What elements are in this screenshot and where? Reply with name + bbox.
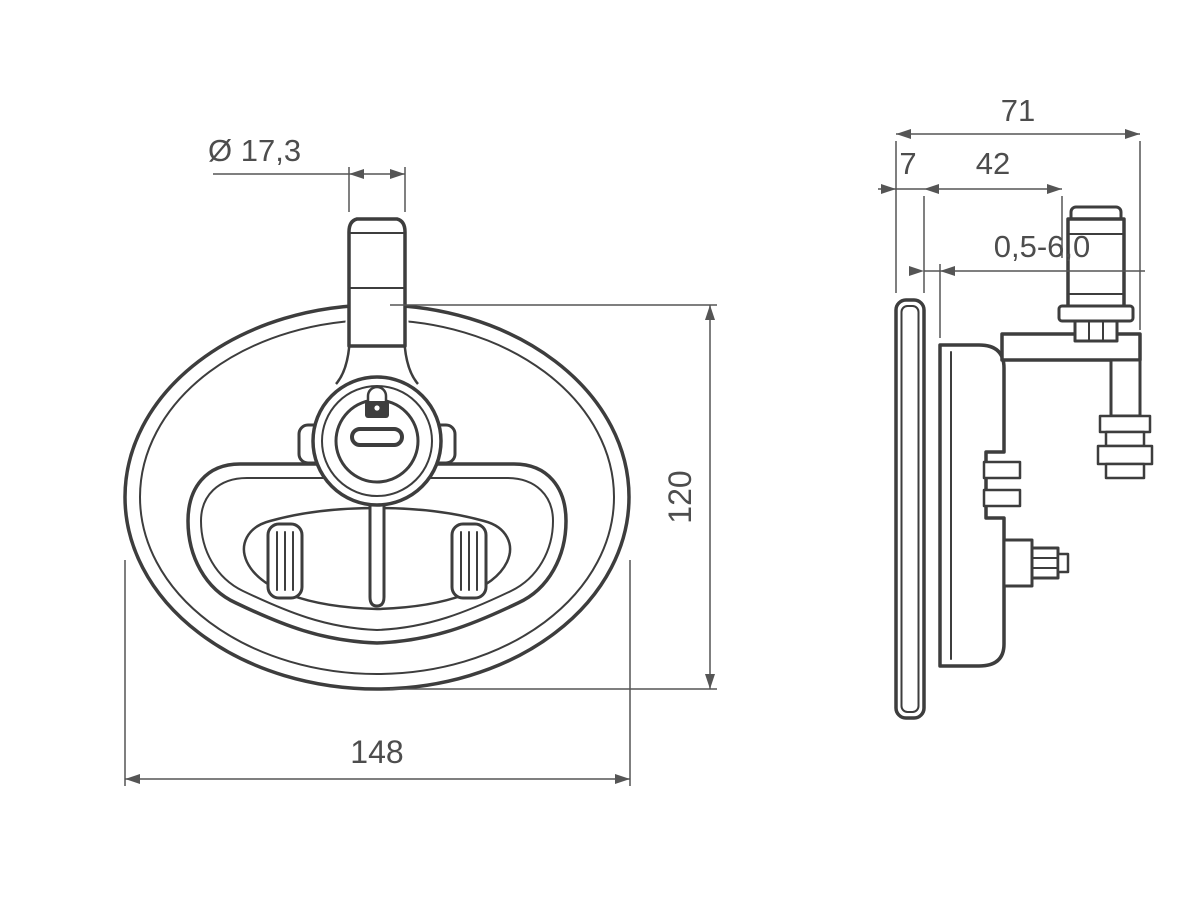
dim-flange-and-body: 7 42 <box>878 146 1063 293</box>
cam-and-bolt <box>1002 538 1070 588</box>
dim-label-knob-diameter: Ø 17,3 <box>208 133 301 168</box>
latch-body-side <box>938 343 1022 668</box>
lock-icon <box>365 385 389 418</box>
dim-knob-diameter: Ø 17,3 <box>208 133 406 212</box>
dim-label-grip-range: 0,5-6,0 <box>994 229 1091 264</box>
dim-label-overall-depth: 71 <box>1001 93 1035 128</box>
lock-cylinder-knob <box>347 217 407 348</box>
grip-pad-left <box>266 522 304 600</box>
dim-grip-range: 0,5-6,0 <box>909 229 1145 338</box>
mounting-arm <box>1000 332 1142 362</box>
lock-cylinder-side <box>1057 205 1135 343</box>
dim-label-overall-height: 120 <box>662 470 698 523</box>
bracket-vertical <box>1109 358 1142 418</box>
dim-overall-depth: 71 <box>895 93 1141 330</box>
pull-handle <box>186 462 568 645</box>
dim-label-overall-width: 148 <box>350 734 403 770</box>
handle-center-rib <box>368 498 386 608</box>
bracket-fastener-stack <box>1096 414 1154 480</box>
cylinder-nut <box>1073 319 1119 343</box>
keyhole-slot <box>350 427 404 447</box>
dim-overall-height: 120 <box>390 304 717 690</box>
dim-label-flange-thickness: 7 <box>899 146 916 181</box>
side-view <box>894 205 1154 720</box>
grip-pad-right <box>450 522 488 600</box>
front-view <box>123 217 631 691</box>
dim-label-body-depth: 42 <box>976 146 1010 181</box>
dim-overall-width: 148 <box>124 560 631 786</box>
flange-plate-side <box>894 298 926 720</box>
